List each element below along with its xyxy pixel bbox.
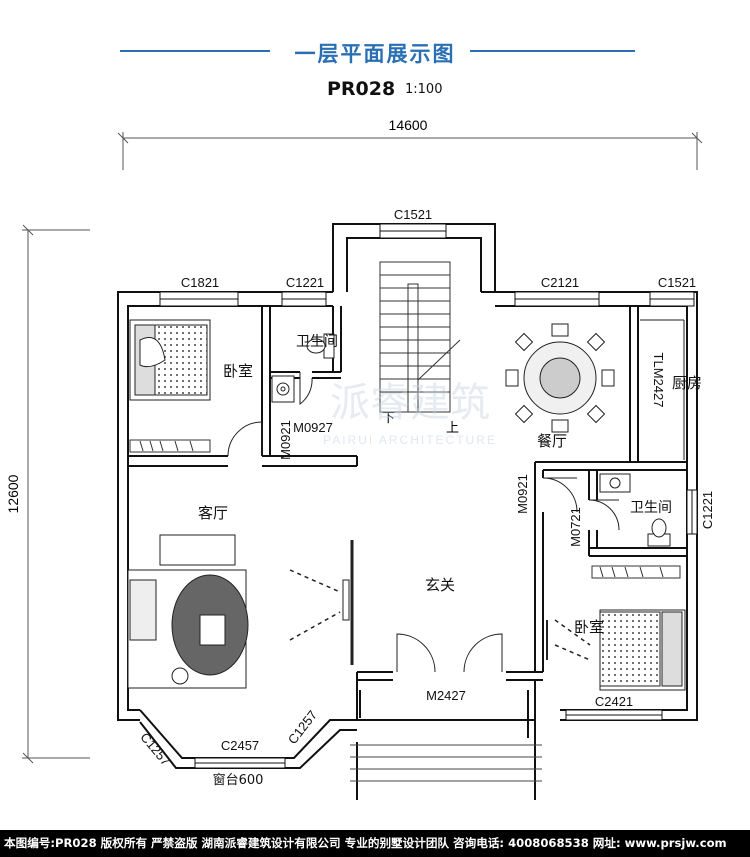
dimension-lines [22, 132, 703, 764]
window-label: C1221 [286, 275, 324, 290]
plan-scale: 1:100 [405, 82, 443, 97]
plan-code: PR028 [327, 78, 396, 100]
title-rule-right [470, 50, 635, 52]
window-label: C1221 [700, 491, 715, 529]
bed-icon-2 [599, 609, 686, 691]
door-label: M0921 [278, 420, 293, 460]
room-label-kitchen: 厨房 [672, 374, 702, 392]
bed-icon [129, 319, 211, 401]
room-label-bay: 窗台600 [213, 772, 264, 788]
door-swings [227, 372, 620, 673]
title-rule-left [120, 50, 270, 52]
door-label: M2427 [426, 688, 466, 703]
footer-bar: 本图编号:PR028 版权所有 严禁盗版 湖南派睿建筑设计有限公司 专业的别墅设… [0, 830, 750, 857]
watermark-en: PAIRUI ARCHITECTURE [323, 433, 497, 447]
window-marks [159, 223, 698, 769]
step-lines [350, 744, 542, 782]
room-label-living: 客厅 [198, 504, 228, 522]
dim-height: 12600 [5, 474, 21, 513]
sofa-set-icon [127, 534, 249, 689]
room-label-bath2: 卫生间 [630, 500, 672, 516]
watermark-cn: 派睿建筑 [330, 381, 490, 425]
floor-plan: 14600 12600 [5, 117, 715, 800]
basin-icon [271, 375, 295, 403]
wardrobe-icon [129, 439, 211, 453]
dining-table-icon [505, 323, 615, 433]
view-lines [289, 569, 591, 661]
room-label-foyer: 玄关 [425, 576, 455, 594]
room-label-bath1: 卫生间 [296, 334, 338, 350]
window-label: C2121 [541, 275, 579, 290]
door-label: M0721 [568, 507, 583, 547]
window-label: C1521 [394, 207, 432, 222]
window-label: C2457 [221, 738, 259, 753]
door-label: M0927 [293, 420, 333, 435]
room-label-bedroom2: 卧室 [574, 618, 604, 636]
staircase [379, 261, 461, 413]
door-label: TLM2427 [651, 353, 666, 408]
window-label: C1257 [137, 730, 173, 769]
basin-icon-2 [599, 473, 631, 493]
window-label: C2421 [595, 694, 633, 709]
room-label-bedroom1: 卧室 [223, 362, 253, 380]
window-label: C1521 [658, 275, 696, 290]
footer-text: 本图编号:PR028 版权所有 严禁盗版 湖南派睿建筑设计有限公司 专业的别墅设… [4, 836, 727, 850]
stair-down-label: 下 [382, 410, 395, 425]
wardrobe-icon-2 [591, 565, 681, 579]
room-label-dining: 餐厅 [537, 432, 567, 450]
window-label: C1257 [285, 708, 320, 747]
dim-width: 14600 [389, 117, 428, 133]
window-label: C1821 [181, 275, 219, 290]
kitchen-counter [640, 319, 685, 460]
tv-icon [342, 540, 354, 665]
stair-up-label: 上 [446, 420, 459, 435]
plan-title: 一层平面展示图 [294, 42, 456, 66]
toilet-icon [306, 333, 335, 359]
door-label: M0921 [515, 474, 530, 514]
toilet-icon-2 [647, 518, 671, 547]
